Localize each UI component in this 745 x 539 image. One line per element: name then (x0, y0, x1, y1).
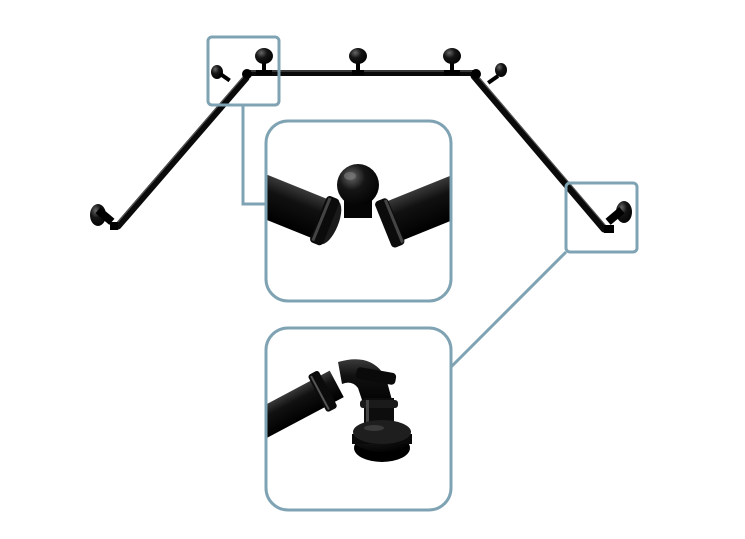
left-rod-section (114, 74, 250, 230)
ball-joint-icon (266, 156, 451, 248)
callout-frame-right (564, 181, 639, 254)
right-rod-section (470, 72, 608, 233)
right-end-mount (604, 201, 632, 233)
corner-joint-detail (264, 119, 453, 303)
right-corner-joint (471, 69, 481, 79)
pipe-elbow-icon (266, 359, 412, 462)
bracket-center (349, 48, 367, 75)
connector-top (241, 105, 266, 206)
callout-lines (206, 35, 639, 369)
end-elbow-bracket-detail (264, 326, 453, 512)
left-corner-joint (242, 69, 252, 79)
bracket-left-top (255, 48, 273, 75)
curtain-rod (90, 48, 632, 233)
bracket-left-corner (211, 65, 231, 83)
left-end-mount (90, 204, 118, 230)
bracket-right-corner (487, 63, 507, 85)
connector-bottom (449, 250, 568, 369)
bracket-right-top (443, 48, 461, 75)
